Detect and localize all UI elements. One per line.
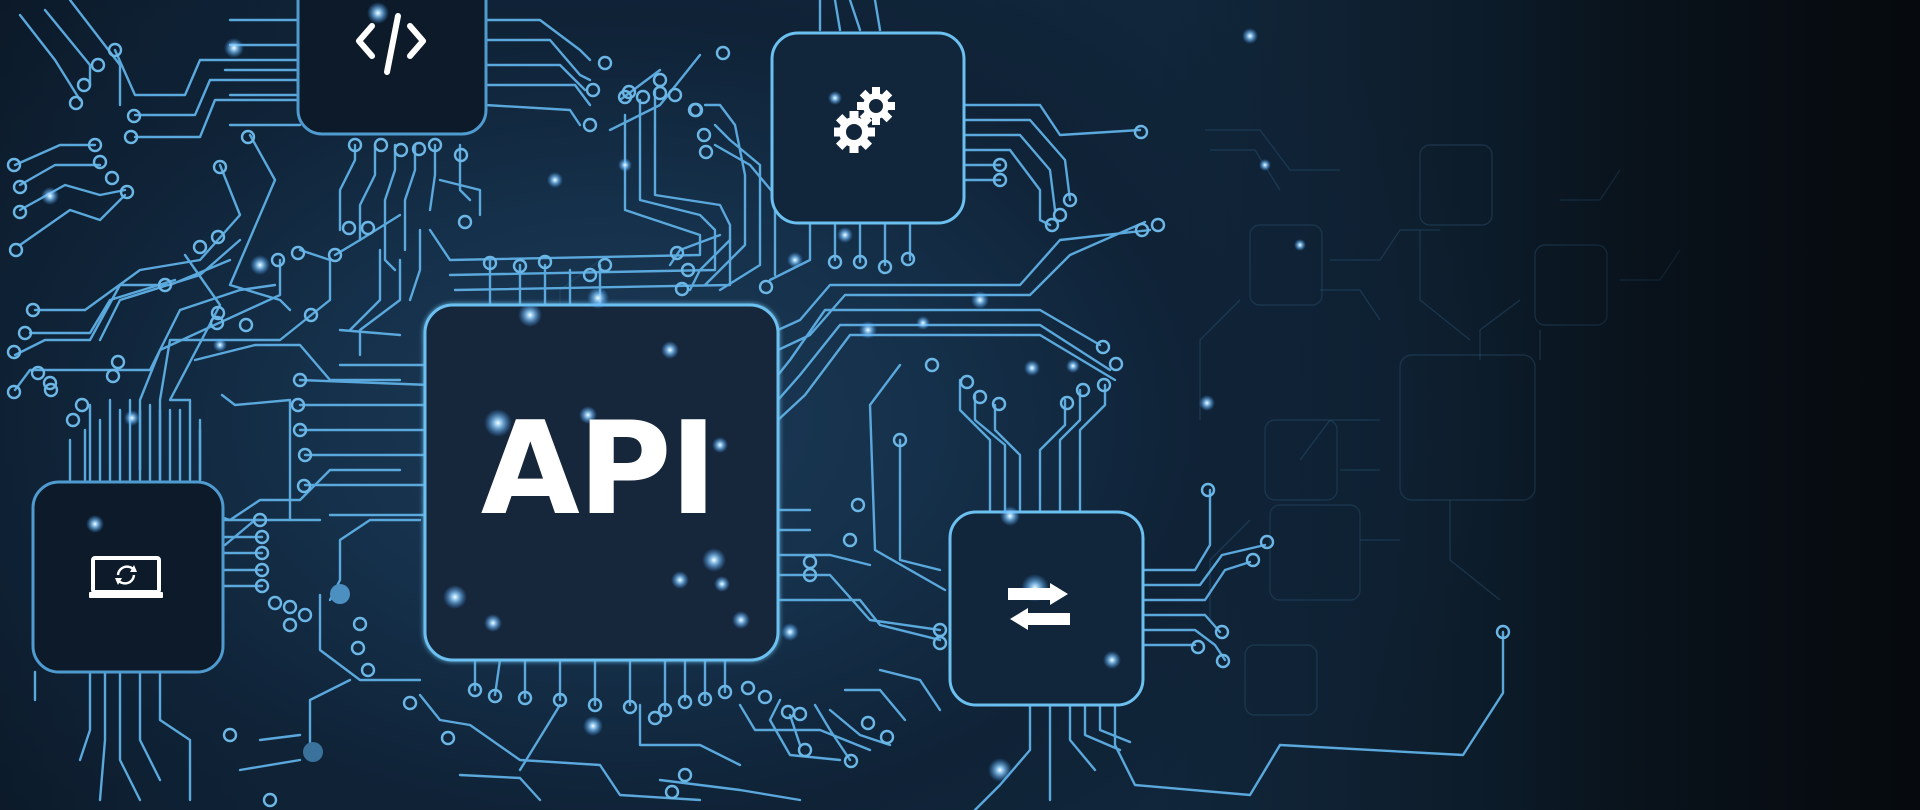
right-vignette <box>1500 0 1920 810</box>
code-chip <box>296 0 488 136</box>
gears-icon <box>834 87 895 153</box>
swap-arrows-icon <box>1008 583 1070 630</box>
laptop-sync-icon <box>89 556 163 598</box>
data-exchange-chip <box>948 510 1145 707</box>
laptop-sync-chip <box>31 480 225 674</box>
api-label: API <box>480 395 718 544</box>
code-brackets-icon <box>356 13 426 75</box>
